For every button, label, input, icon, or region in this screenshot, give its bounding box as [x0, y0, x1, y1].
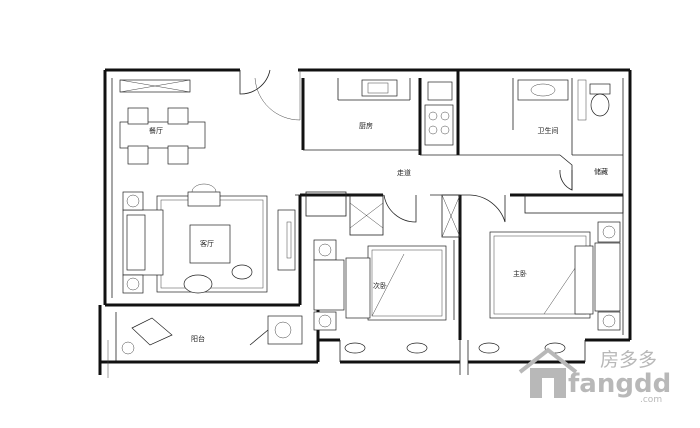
kitchen-fixtures	[361, 79, 454, 146]
watermark-brand-en: fangdd	[568, 369, 671, 399]
room-labels: 餐厅 客厅 厨房 卫生间 走道 储藏 次卧 主卧 阳台	[149, 121, 608, 343]
label-bathroom: 卫生间	[538, 126, 559, 135]
house-logo-icon	[518, 347, 578, 398]
watermark-domain: .com	[640, 395, 662, 405]
label-living: 客厅	[200, 239, 214, 248]
living-furniture	[122, 183, 296, 294]
label-storage: 储藏	[594, 167, 608, 176]
label-balcony: 阳台	[191, 334, 205, 343]
bathroom-fixtures	[517, 79, 611, 121]
label-corridor: 走道	[397, 168, 411, 177]
label-master-bedroom: 主卧	[513, 269, 527, 278]
watermark-logo: 房多多 fangdd .com	[518, 347, 671, 405]
second-bedroom-furniture	[313, 239, 447, 331]
label-dining: 餐厅	[149, 126, 163, 135]
interior-walls	[295, 70, 624, 340]
master-bedroom-furniture	[489, 221, 621, 331]
dining-table-set	[119, 79, 206, 165]
balcony-fixtures	[121, 315, 566, 355]
label-second-bedroom: 次卧	[373, 281, 387, 290]
watermark-brand-cn: 房多多	[600, 349, 657, 371]
label-kitchen: 厨房	[359, 121, 373, 130]
doors	[239, 69, 573, 223]
